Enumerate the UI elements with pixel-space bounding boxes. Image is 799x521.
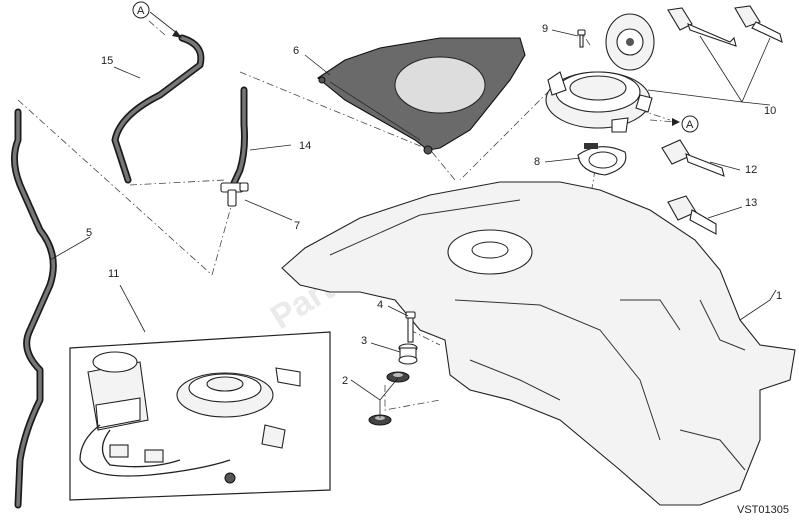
t-fitting-part-7 — [220, 182, 249, 207]
ref-label-a-right: A — [686, 119, 694, 131]
callout-12: 12 — [745, 164, 757, 176]
key-pair-part-10 — [667, 5, 783, 47]
callout-7: 7 — [294, 220, 300, 232]
filler-cap-part-10 — [545, 13, 655, 133]
callout-9: 9 — [542, 23, 548, 35]
ref-marker-a-top: A — [132, 1, 182, 38]
callout-5: 5 — [86, 227, 92, 239]
fuel-tank-part-1 — [281, 181, 796, 506]
lock-wiring-inset-part-11 — [69, 331, 331, 501]
callout-11: 11 — [108, 268, 119, 280]
rubber-mount-part-2 — [368, 371, 410, 426]
callout-13: 13 — [745, 197, 757, 209]
cover-plate-part-6 — [317, 37, 526, 155]
dash-lines — [17, 19, 671, 411]
callout-14: 14 — [299, 140, 311, 152]
leader-lines — [49, 29, 777, 418]
callout-8: 8 — [534, 156, 540, 168]
hose-part-5 — [11, 108, 57, 509]
spacer-part-3 — [398, 343, 418, 365]
hose-part-15 — [111, 34, 205, 184]
screw-part-9 — [577, 29, 586, 48]
bolt-part-4 — [405, 311, 416, 343]
callout-4: 4 — [377, 299, 383, 311]
callout-numbers: 1 2 3 4 5 6 7 8 9 10 11 12 13 14 15 — [86, 23, 782, 387]
callout-1: 1 — [776, 290, 782, 302]
key-part-13 — [667, 195, 717, 235]
callout-2: 2 — [342, 375, 348, 387]
hose-part-14 — [230, 86, 248, 187]
callout-3: 3 — [361, 335, 367, 347]
ref-marker-a-right: A — [649, 115, 699, 133]
callout-15: 15 — [101, 55, 113, 67]
gasket-part-8 — [577, 143, 627, 176]
key-part-12 — [661, 139, 725, 177]
ref-label-a-top: A — [137, 5, 145, 17]
drawing-code: VST01305 — [737, 504, 789, 516]
callout-10: 10 — [764, 105, 776, 117]
callout-6: 6 — [293, 45, 299, 57]
